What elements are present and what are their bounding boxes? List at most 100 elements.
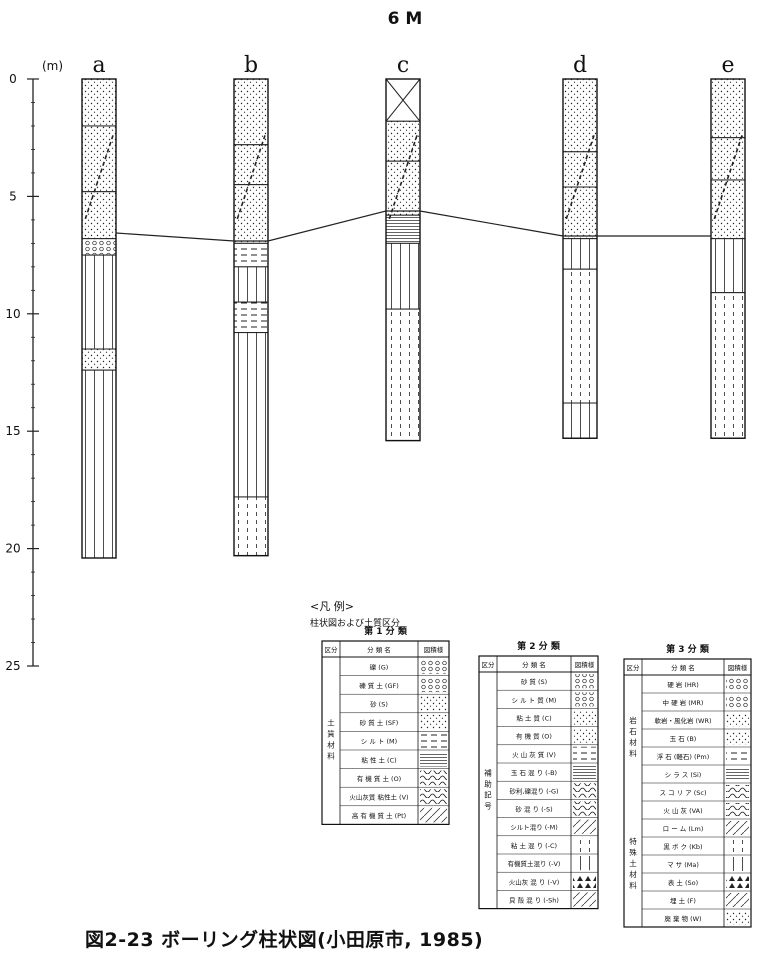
legend-pattern-swatch xyxy=(726,695,749,709)
gravel-mark xyxy=(84,135,114,221)
depth-tick-label: 15 xyxy=(5,424,20,438)
legend-pattern-swatch xyxy=(573,801,596,816)
legend-row-label: 表 土 (So) xyxy=(668,878,698,887)
legend-header-cell: 図積様 xyxy=(728,663,748,672)
borehole-layer xyxy=(562,402,598,439)
figure-top-label: 6 M xyxy=(388,9,423,29)
borehole-e: e xyxy=(710,53,746,439)
borehole-layer xyxy=(81,348,117,371)
legend-pattern-swatch xyxy=(420,789,447,804)
legend-row-label: ロ ー ム (Lm) xyxy=(663,825,704,833)
legend-row-label: 砂 混 り (-S) xyxy=(515,805,552,814)
borehole-layer xyxy=(233,496,269,557)
borehole-layer xyxy=(385,214,421,244)
legend-row-label: 砂 質 土 (SF) xyxy=(360,718,399,727)
borehole-layer xyxy=(710,292,746,439)
borehole-outline xyxy=(233,78,269,557)
legend-row-label: 粘 性 土 (C) xyxy=(361,755,396,764)
legend-pattern-swatch xyxy=(573,692,596,707)
legend-row-label: 玉 石 混 り (-B) xyxy=(511,768,557,777)
borehole-layer xyxy=(233,242,269,268)
legend-row-label: シ ル ト (M) xyxy=(361,738,397,746)
depth-tick-label: 0 xyxy=(9,72,17,86)
legend-table-3: 第 3 分 類区分分 類 名図積様硬 岩 (HR)中 硬 岩 (MR)軟岩・風化… xyxy=(623,643,752,928)
legend-row-label: 黒 ボ ク (Kb) xyxy=(663,843,702,851)
legend-row-label: シ ラ ス (Si) xyxy=(665,771,702,779)
legend-header-cell: 分 類 名 xyxy=(522,660,546,669)
borehole-label: c xyxy=(397,53,409,78)
legend-row-label: シ ル ト 質 (M) xyxy=(512,695,557,704)
gravel-mark xyxy=(388,135,418,221)
legend-row-label: 粘 土 混 り (-C) xyxy=(511,841,557,850)
legend-pattern-swatch xyxy=(420,807,447,823)
legend-row-label: 砂利,礫混り (-G) xyxy=(509,786,558,795)
legend-pattern-swatch xyxy=(726,911,749,925)
legend-pattern-swatch xyxy=(420,733,447,748)
legend-pattern-swatch xyxy=(573,783,596,798)
legend-pattern-swatch xyxy=(573,874,596,889)
legend: <凡 例> 柱状図および土質区分 第 1 分 類区分分 類 名図積様礫 (G)礫… xyxy=(310,599,752,928)
depth-axis-unit-label: (m) xyxy=(42,59,63,73)
legend-pattern-swatch xyxy=(573,710,596,725)
borehole-layer xyxy=(233,78,269,146)
legend-row-label: 火山灰 混 り (-V) xyxy=(509,877,560,886)
depth-tick-label: 20 xyxy=(5,542,20,556)
legend-header-cell: 図積様 xyxy=(424,645,444,654)
legend-row-label: 埋 土 (F) xyxy=(670,896,696,905)
legend-row-label: 砂 (S) xyxy=(370,700,388,709)
borehole-layer xyxy=(233,332,269,498)
legend-row-label: 中 硬 岩 (MR) xyxy=(663,698,704,707)
gravel-mark xyxy=(236,135,266,221)
legend-table-title: 第 3 分 類 xyxy=(666,643,710,655)
legend-pattern-swatch xyxy=(726,875,749,889)
borehole-layer xyxy=(710,78,746,139)
legend-pattern-swatch xyxy=(726,785,749,799)
borehole-layer xyxy=(81,238,117,256)
legend-table-title: 第 1 分 類 xyxy=(364,625,408,637)
legend-header-cell: 分 類 名 xyxy=(367,645,391,654)
legend-header-cell: 区分 xyxy=(325,645,339,654)
legend-row-label: 軟岩・風化岩 (WR) xyxy=(654,716,711,725)
legend-title: <凡 例> xyxy=(310,599,354,613)
gravel-mark xyxy=(713,135,743,221)
legend-row-label: シルト混り (-M) xyxy=(510,823,558,832)
legend-pattern-swatch xyxy=(573,837,596,852)
legend-row-label: ス コ リ ア (Sc) xyxy=(659,789,706,797)
legend-row-label: マ サ (Ma) xyxy=(667,861,699,869)
legend-pattern-swatch xyxy=(573,765,596,780)
borehole-a: a xyxy=(81,53,117,559)
borehole-outline xyxy=(385,78,421,442)
borehole-label: e xyxy=(721,53,734,78)
legend-row-label: 有 機 質 土 (O) xyxy=(357,774,401,783)
borehole-layer xyxy=(562,151,598,188)
legend-pattern-swatch xyxy=(420,770,447,786)
legend-group-label: 岩石材料 xyxy=(629,715,637,758)
legend-header-cell: 図積様 xyxy=(575,660,595,669)
legend-row-label: 粘 土 質 (C) xyxy=(516,714,551,723)
borehole-c: c xyxy=(385,53,421,442)
legend-group-label: 土質材料 xyxy=(327,718,335,761)
legend-pattern-swatch xyxy=(726,731,749,745)
borehole-layer xyxy=(233,301,269,334)
legend-pattern-swatch xyxy=(573,674,596,689)
legend-row-label: 廃 棄 物 (W) xyxy=(664,914,701,923)
legend-row-label: 火山灰質 粘性土 (V) xyxy=(349,793,408,802)
figure-caption: 図2-23 ボーリング柱状図(小田原市, 1985) xyxy=(85,929,484,951)
legend-pattern-swatch xyxy=(420,752,447,767)
legend-row-label: 硬 岩 (HR) xyxy=(667,680,699,689)
borehole-layer xyxy=(562,78,598,153)
legend-pattern-swatch xyxy=(726,713,749,727)
borehole-layer xyxy=(233,184,269,244)
legend-row-label: 玉 石 (B) xyxy=(670,735,697,743)
legend-pattern-swatch xyxy=(573,728,596,743)
borehole-layer xyxy=(710,238,746,294)
borehole-layer xyxy=(385,120,421,162)
borehole-layer xyxy=(385,242,421,310)
legend-pattern-swatch xyxy=(573,746,596,761)
legend-subtitle: 柱状図および土質区分 xyxy=(310,617,400,629)
legend-pattern-swatch xyxy=(726,857,749,871)
legend-header-cell: 分 類 名 xyxy=(671,663,695,672)
